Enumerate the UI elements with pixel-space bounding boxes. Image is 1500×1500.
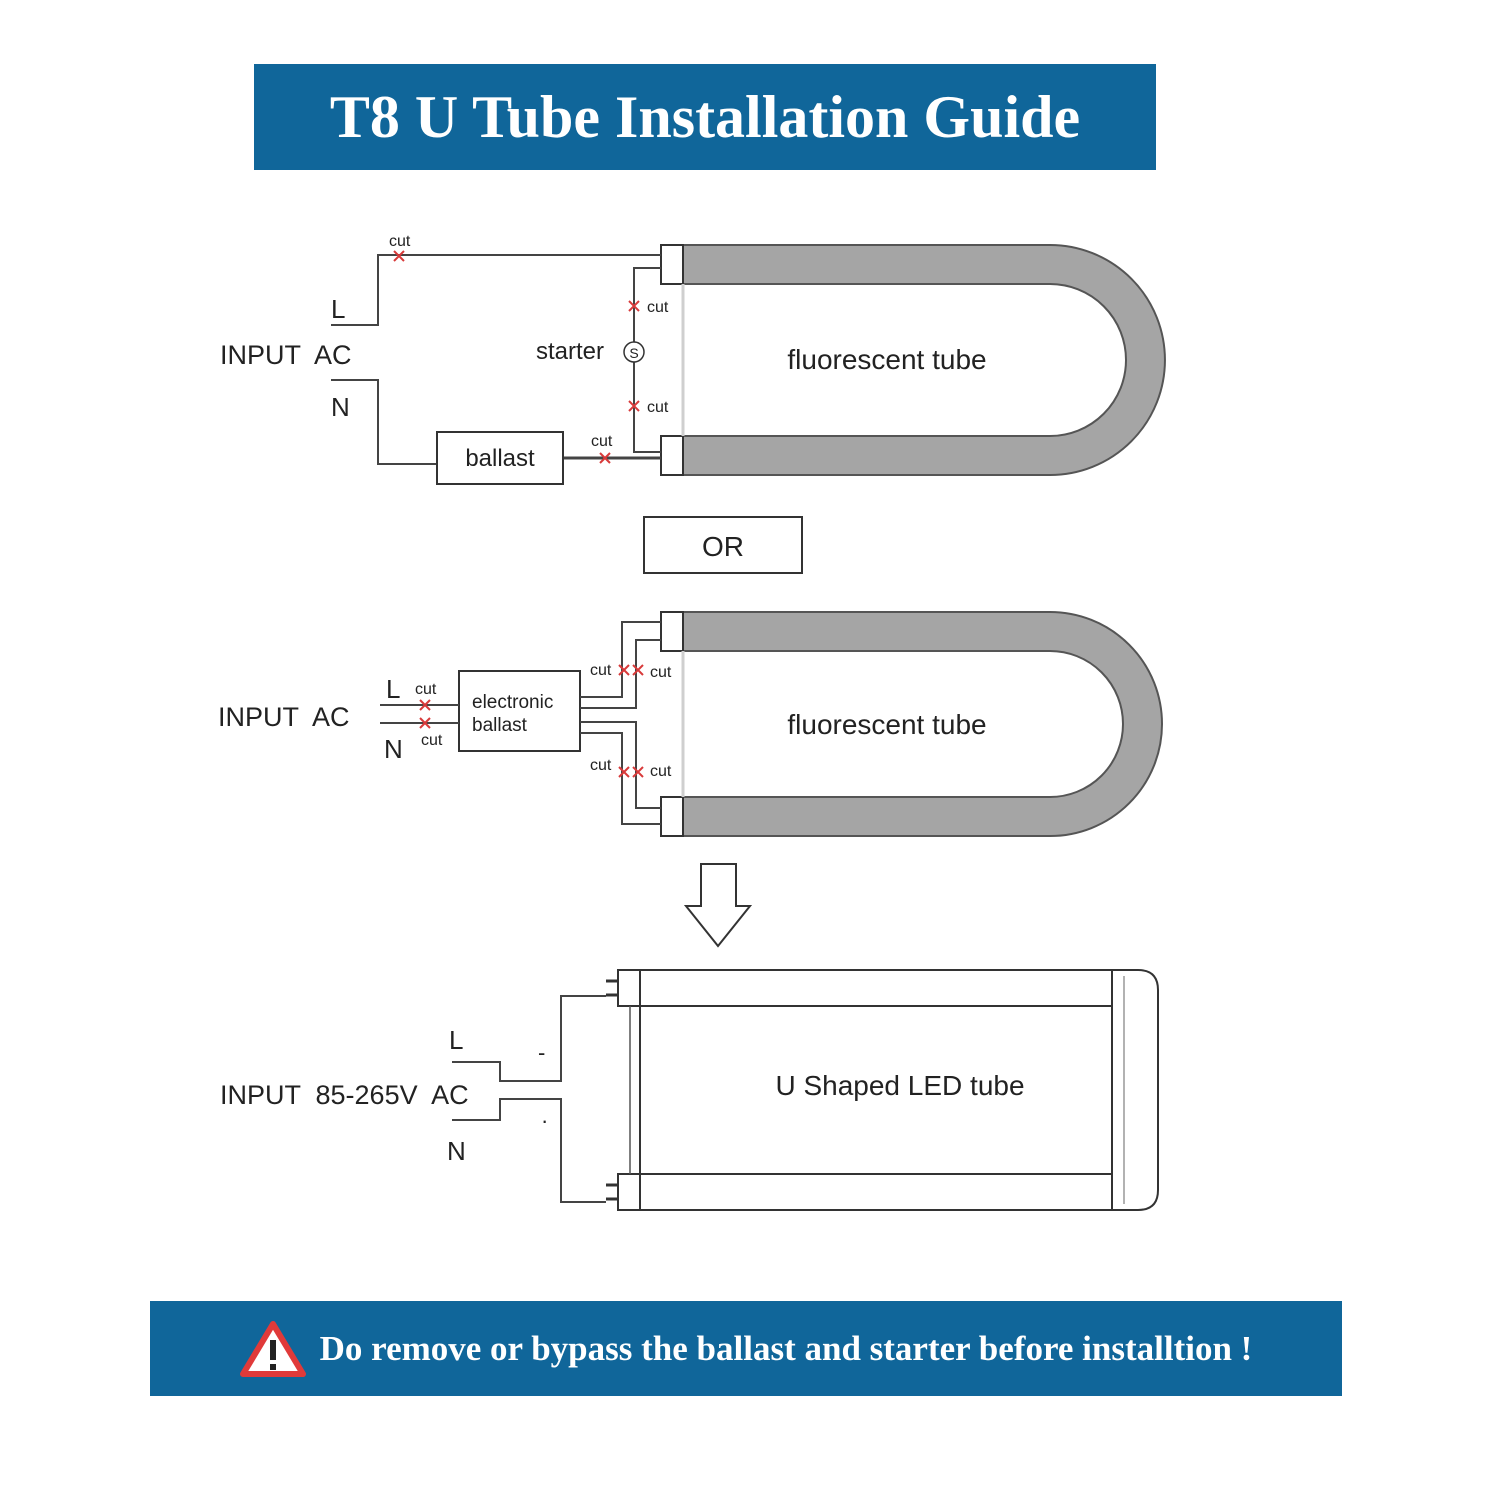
tube-label: U Shaped LED tube xyxy=(775,1070,1024,1101)
dot-label: · xyxy=(541,1108,548,1133)
warning-banner: Do remove or bypass the ballast and star… xyxy=(150,1301,1342,1396)
led-end-cap-top xyxy=(617,969,641,1007)
line-label: L xyxy=(331,294,345,324)
title-banner: T8 U Tube Installation Guide xyxy=(254,64,1156,170)
input-ac-label: INPUT AC xyxy=(220,340,352,370)
cut-label: cut xyxy=(650,664,672,681)
cut-label: cut xyxy=(590,662,612,679)
ballast-label: ballast xyxy=(465,445,535,472)
input-ac-label: INPUT 85-265V AC xyxy=(220,1080,469,1110)
fluorescent-tube-1 xyxy=(682,244,1166,476)
or-label: OR xyxy=(702,531,744,562)
cut-label: cut xyxy=(590,757,612,774)
starter-label: starter xyxy=(536,338,604,365)
down-arrow-icon xyxy=(683,863,753,948)
ballast-box xyxy=(436,431,564,485)
starter-symbol xyxy=(623,341,645,363)
wire-l-3 xyxy=(452,995,606,1082)
tube-end-cap-bottom xyxy=(660,435,684,476)
cut-label: cut xyxy=(421,732,443,749)
wire-l-1 xyxy=(331,254,661,326)
neutral-label: N xyxy=(384,734,403,764)
tube-end-cap-top xyxy=(660,244,684,285)
cut-label: cut xyxy=(389,233,411,250)
led-end-cap-bottom xyxy=(617,1173,641,1211)
or-box: OR xyxy=(643,516,803,574)
cut-label: cut xyxy=(415,681,437,698)
wire-n-1 xyxy=(331,379,437,465)
cut-label: cut xyxy=(591,433,613,450)
ballast-label-line1: electronic xyxy=(472,692,553,713)
electronic-ballast-box xyxy=(458,670,581,752)
input-ac-label: INPUT AC xyxy=(218,702,350,732)
neutral-label: N xyxy=(447,1136,466,1166)
starter-s-label: S xyxy=(629,345,638,361)
minus-label: - xyxy=(538,1040,545,1065)
cut-label: cut xyxy=(647,399,669,416)
ballast-label-line2: ballast xyxy=(472,715,528,736)
cut-label: cut xyxy=(647,299,669,316)
diagram-2: electronic ballast cut cut cut cut cut c… xyxy=(218,611,1163,837)
tube-label: fluorescent tube xyxy=(787,709,986,740)
diagram-3: - · L N INPUT 85-265V AC U Shaped LED tu… xyxy=(220,969,1159,1211)
led-tube-body xyxy=(639,1005,1113,1175)
neutral-label: N xyxy=(331,392,350,422)
tube-label: fluorescent tube xyxy=(787,344,986,375)
tube-end-cap-top xyxy=(660,611,684,652)
led-tube-top-bar xyxy=(639,969,1113,1007)
fluorescent-tube-2 xyxy=(682,611,1163,837)
tube-end-cap-bottom xyxy=(660,796,684,837)
cut-label: cut xyxy=(650,763,672,780)
led-tube-bottom-bar xyxy=(639,1173,1113,1211)
led-tube-outline xyxy=(640,969,1159,1211)
warning-text: Do remove or bypass the ballast and star… xyxy=(319,1328,1253,1368)
diagram-1: S ballast cut cut cut cut L N INPUT AC s… xyxy=(220,233,1166,485)
line-label: L xyxy=(449,1025,463,1055)
wire-n-3 xyxy=(452,1098,606,1203)
warning-icon xyxy=(239,1320,306,1377)
page-title: T8 U Tube Installation Guide xyxy=(329,83,1081,150)
line-label: L xyxy=(386,674,400,704)
